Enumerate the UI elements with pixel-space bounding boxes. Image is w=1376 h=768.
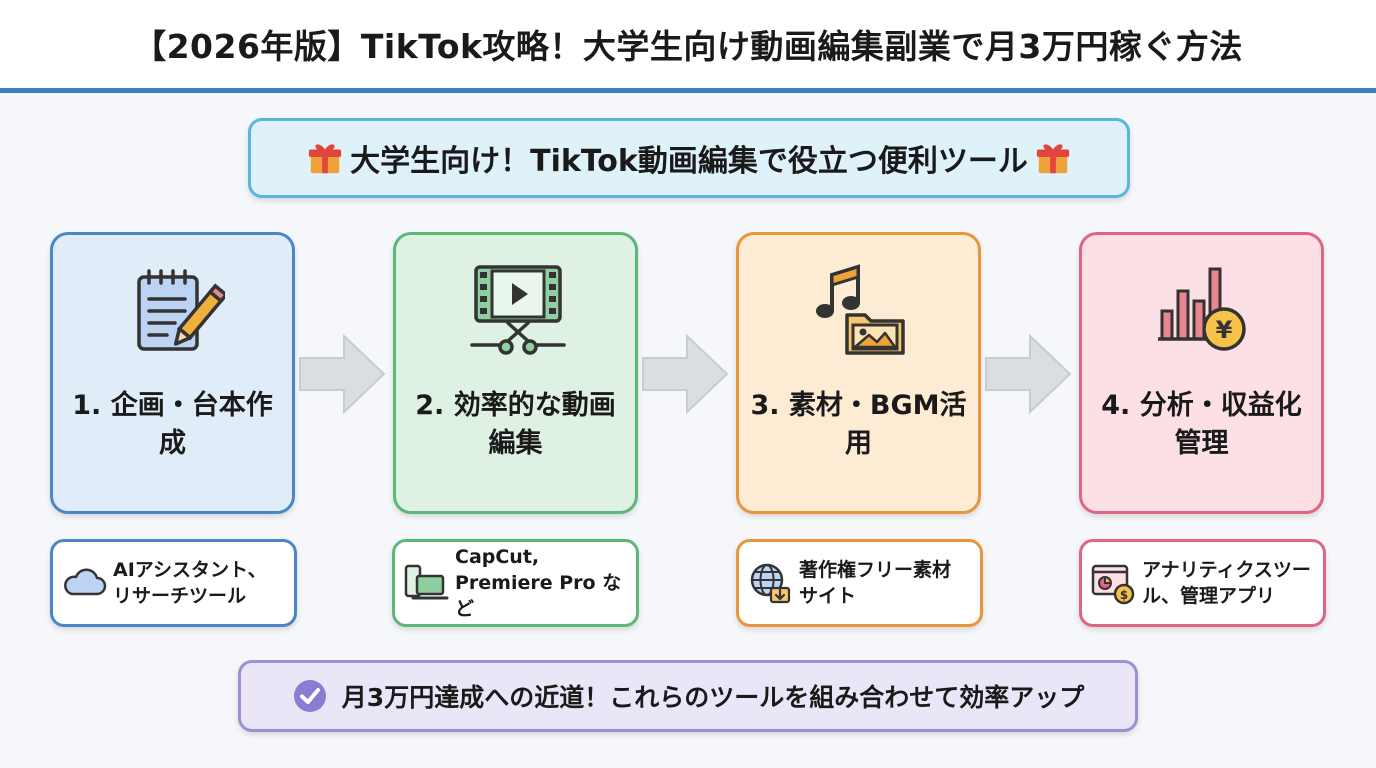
video-scissors-icon bbox=[470, 265, 566, 355]
devices-icon bbox=[404, 564, 449, 600]
arrow-right-icon bbox=[985, 333, 1072, 415]
page-title: 【2026年版】TikTok攻略！大学生向け動画編集副業で月3万円稼ぐ方法 bbox=[133, 27, 1243, 66]
step-card-planning: 1. 企画・台本作成 bbox=[50, 232, 295, 514]
arrow-right-icon bbox=[642, 333, 729, 415]
svg-text:$: $ bbox=[1120, 588, 1128, 602]
step-label: 3. 素材・BGM活用 bbox=[750, 390, 967, 459]
step-card-materials: 3. 素材・BGM活用 bbox=[736, 232, 981, 514]
gift-icon bbox=[308, 144, 342, 174]
subtitle-text: 大学生向け！TikTok動画編集で役立つ便利ツール bbox=[350, 144, 1028, 179]
footer-text: 月3万円達成への近道！これらのツールを組み合わせて効率アップ bbox=[341, 683, 1085, 712]
step-label: 2. 効率的な動画編集 bbox=[415, 390, 616, 459]
arrow-right-icon bbox=[299, 333, 386, 415]
bar-chart-yen-icon: ¥ bbox=[1158, 267, 1246, 351]
tool-box-ai: AIアシスタント、リサーチツール bbox=[50, 539, 297, 627]
gift-icon bbox=[1036, 144, 1070, 174]
footer-banner: 月3万円達成への近道！これらのツールを組み合わせて効率アップ bbox=[238, 660, 1138, 732]
music-image-folder-icon bbox=[816, 264, 905, 355]
analytics-window-icon: $ bbox=[1091, 564, 1135, 605]
step-label: 1. 企画・台本作成 bbox=[72, 390, 273, 459]
tool-text: CapCut, Premiere Pro など bbox=[455, 546, 622, 620]
tool-text: 著作権フリー素材サイト bbox=[799, 559, 952, 607]
cloud-icon bbox=[64, 568, 107, 596]
tool-text: AIアシスタント、リサーチツール bbox=[113, 559, 267, 607]
step-card-analysis: ¥ 4. 分析・収益化管理 bbox=[1079, 232, 1324, 514]
step-card-editing: 2. 効率的な動画編集 bbox=[393, 232, 638, 514]
tool-text: アナリティクスツール、管理アプリ bbox=[1142, 559, 1311, 607]
tool-box-free-assets: 著作権フリー素材サイト bbox=[736, 539, 983, 627]
notepad-pencil-icon bbox=[137, 269, 225, 351]
tool-box-analytics: $ アナリティクスツール、管理アプリ bbox=[1079, 539, 1326, 627]
step-label: 4. 分析・収益化管理 bbox=[1101, 390, 1302, 459]
check-circle-icon bbox=[293, 680, 326, 712]
svg-text:¥: ¥ bbox=[1216, 316, 1233, 344]
header: 【2026年版】TikTok攻略！大学生向け動画編集副業で月3万円稼ぐ方法 bbox=[0, 0, 1376, 93]
globe-download-icon bbox=[750, 563, 791, 604]
tool-box-editors: CapCut, Premiere Pro など bbox=[392, 539, 639, 627]
subtitle-banner: 大学生向け！TikTok動画編集で役立つ便利ツール bbox=[248, 118, 1130, 198]
